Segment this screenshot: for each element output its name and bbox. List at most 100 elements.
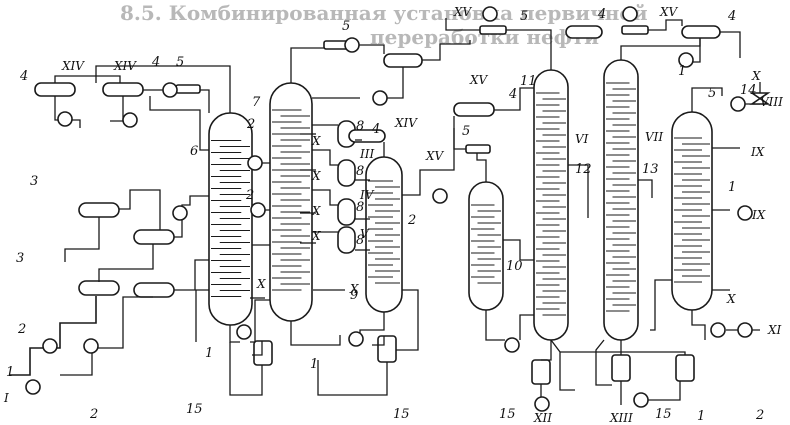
label-stream-XIII: XIII: [609, 411, 633, 425]
label-stream-VIII: VIII: [760, 95, 783, 109]
label-eq-5-c: 5: [462, 124, 470, 139]
condenser-5-a: [175, 84, 201, 94]
label-stream-IX-b: IX: [751, 208, 766, 222]
label-eq-5-d: 5: [520, 9, 528, 24]
label-eq-8-c: 8: [356, 200, 364, 215]
label-eq-1-c: 1: [678, 64, 686, 79]
pump-1-k: [633, 392, 649, 408]
drum-4-g: [681, 25, 721, 39]
exchanger-2-b: [83, 338, 99, 354]
label-eq-2-e: 2: [407, 213, 416, 228]
label-stream-V: V: [360, 227, 370, 241]
label-eq-10: 10: [506, 259, 523, 274]
column-7: [269, 82, 313, 322]
exchanger-2-j: [622, 6, 638, 22]
label-eq-8-a: 8: [356, 119, 364, 134]
stripper-8-c: [337, 198, 356, 226]
dehydrator-3-d: [133, 282, 175, 298]
label-stream-X-g: X: [751, 69, 761, 83]
drum-4-a: [34, 82, 76, 97]
column-10: [468, 181, 504, 311]
label-stream-XIV-c: XIV: [394, 116, 418, 130]
label-eq-4-d: 4: [508, 87, 517, 102]
label-eq-12: 12: [575, 162, 592, 177]
label-stream-XIV-a: XIV: [61, 59, 85, 73]
label-stream-I: I: [3, 391, 9, 405]
pump-1-i: [737, 205, 753, 221]
column-13: [671, 111, 713, 311]
exchanger-2-g: [344, 37, 360, 53]
exchanger-2-e: [247, 155, 263, 171]
pump-1-g: [504, 337, 520, 353]
label-eq-15-c: 15: [499, 407, 516, 422]
pump-1-h: [678, 52, 694, 68]
label-eq-15-d: 15: [655, 407, 672, 422]
label-eq-4-f: 4: [727, 9, 736, 24]
label-stream-IV: IV: [359, 188, 375, 202]
label-eq-8-d: 8: [356, 233, 364, 248]
pump-1-e: [372, 90, 388, 106]
pump-1-j: [710, 322, 726, 338]
drum-4-e: [453, 102, 495, 117]
label-eq-11: 11: [520, 74, 537, 89]
label-eq-2-d: 2: [245, 188, 254, 203]
exchanger-2-c: [162, 82, 178, 98]
label-eq-1-f: 1: [310, 357, 318, 372]
label-eq-5-a: 5: [176, 55, 184, 70]
label-eq-1-a: 1: [6, 365, 14, 380]
dehydrator-3-b: [133, 229, 175, 245]
stream-labels: I XIV XIV XIV III IV V X X X X X X XV XV…: [3, 5, 783, 425]
label-stream-X-c: X: [311, 204, 321, 218]
label-stream-XIV-b: XIV: [113, 59, 137, 73]
label-eq-2-c: 2: [246, 117, 255, 132]
label-stream-X-h: X: [726, 292, 736, 306]
column-trays: [211, 82, 710, 316]
label-eq-4-a: 4: [19, 69, 28, 84]
pump-1-c: [122, 112, 138, 128]
pump-1-b: [57, 111, 73, 127]
label-stream-X-f: X: [256, 277, 266, 291]
label-eq-5-b: 5: [342, 19, 350, 34]
label-eq-13: 13: [642, 162, 659, 177]
tank-15-c: [531, 359, 551, 385]
pump-1-l: [534, 396, 550, 412]
label-eq-3-a: 3: [30, 174, 38, 189]
exchanger-2-d: [172, 205, 188, 221]
equipment-labels: 1 1 1 1 1 1 2 2 2 2 2 2 3 3 4 4 4 4 4 4 …: [6, 7, 764, 424]
pump-1-a: [25, 379, 41, 395]
exchanger-2-i: [482, 6, 498, 22]
label-stream-VI: VI: [575, 132, 589, 146]
label-stream-XV-a: XV: [469, 73, 489, 87]
drum-4-b: [102, 82, 144, 97]
label-eq-6: 6: [190, 144, 198, 159]
label-stream-IX-a: IX: [750, 145, 765, 159]
label-stream-X-d: X: [311, 229, 321, 243]
label-eq-4-e: 4: [597, 7, 606, 22]
label-stream-X-e: X: [349, 282, 359, 296]
dehydrator-3-c: [78, 280, 120, 296]
label-stream-XV-c: XV: [659, 5, 679, 19]
valve-14: [749, 92, 771, 105]
condenser-5-e: [621, 25, 649, 35]
label-stream-X-b: X: [311, 169, 321, 183]
condenser-5-c: [465, 144, 491, 154]
header-line-1: 8.5. Комбинированная установка первичной: [120, 1, 648, 25]
label-eq-2-a: 2: [17, 322, 26, 337]
label-eq-2-b: 2: [89, 407, 98, 422]
label-eq-15-b: 15: [393, 407, 410, 422]
exchanger-2-l: [730, 96, 746, 112]
exchanger-2-a: [42, 338, 58, 354]
tank-15-b: [377, 335, 397, 363]
pumps-and-heat-exchangers: [25, 6, 771, 412]
label-eq-9: 9: [350, 288, 358, 303]
label-stream-XII: XII: [533, 411, 552, 425]
exchanger-2-f: [250, 202, 266, 218]
label-eq-7: 7: [252, 95, 261, 110]
tank-15-d: [611, 354, 631, 382]
label-stream-XV-b: XV: [453, 5, 473, 19]
label-eq-3-b: 3: [16, 251, 24, 266]
dehydrator-3-a: [78, 202, 120, 218]
condenser-5-d: [479, 25, 507, 35]
